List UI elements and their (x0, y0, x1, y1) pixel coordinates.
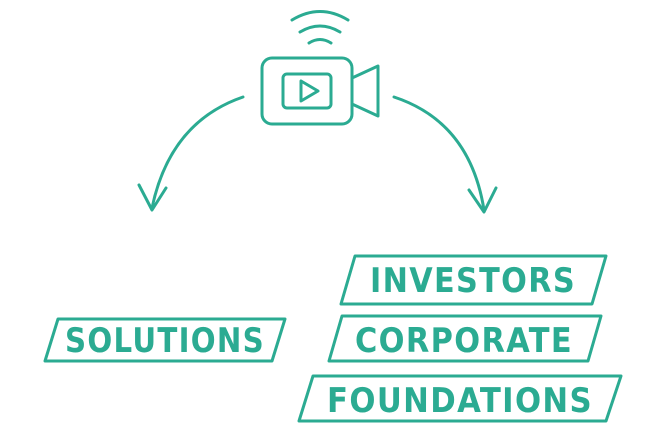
foundations-label: FOUNDATIONS (327, 381, 593, 421)
broadcast-waves-icon (290, 10, 350, 45)
investors-label: INVESTORS (370, 261, 576, 301)
left-curved-arrow (137, 95, 245, 212)
solutions-box (43, 317, 287, 363)
video-camera-icon (260, 56, 380, 126)
foundations-box (297, 374, 623, 423)
investors-box (339, 254, 608, 306)
solutions-label: SOLUTIONS (65, 321, 265, 361)
corporate-label: CORPORATE (355, 321, 573, 361)
corporate-box (327, 314, 603, 363)
right-curved-arrow (392, 95, 498, 214)
